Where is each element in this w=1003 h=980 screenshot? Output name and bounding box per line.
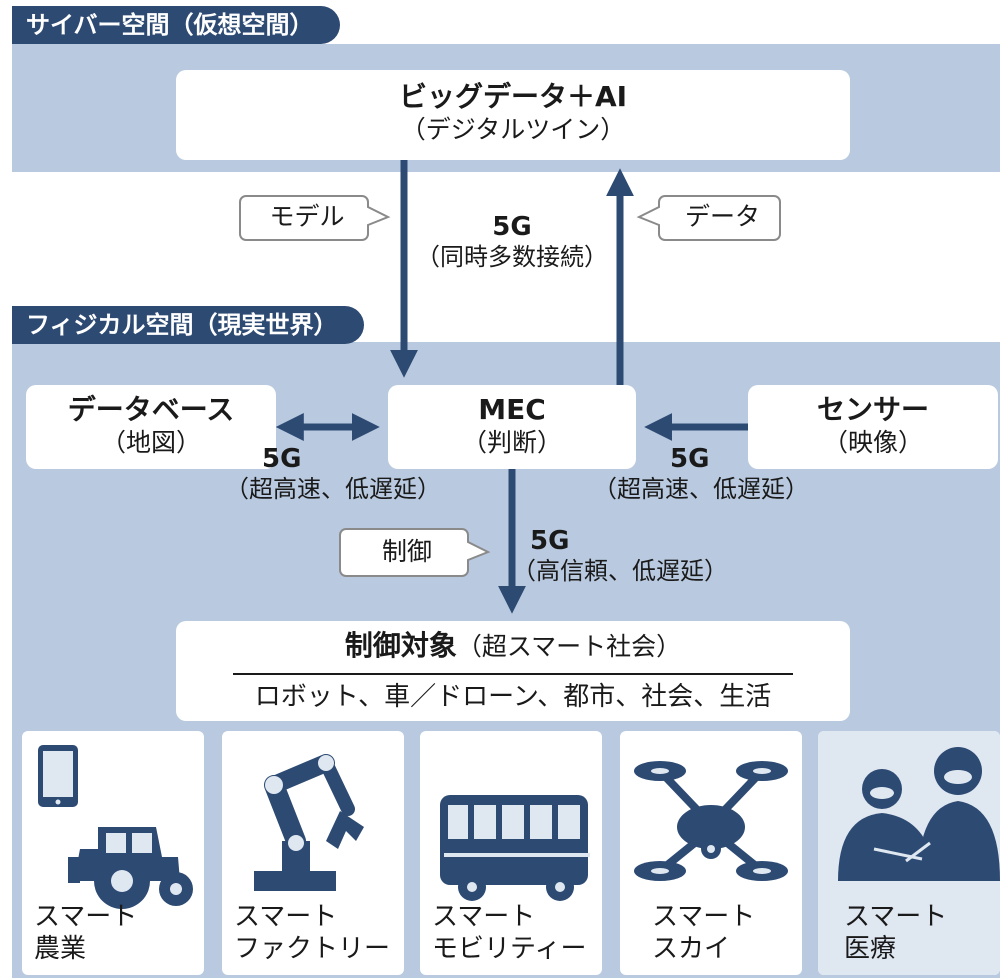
card-smart-factory-line2: ファクトリー: [234, 934, 391, 964]
card-smart-medical-line2: 医療: [844, 934, 897, 964]
data-callout-label: データ: [684, 202, 760, 231]
control-target-title-sub: （超スマート社会）: [456, 632, 682, 661]
card-smart-sky-label: スマート スカイ: [652, 901, 755, 965]
card-smart-agriculture-line1: スマート: [34, 902, 138, 932]
card-smart-medical-label: スマート 医療: [844, 901, 947, 965]
physical-space-label: フィジカル空間（現実世界）: [12, 306, 364, 344]
model-callout-bubble: [239, 195, 391, 241]
card-smart-sky-line1: スマート: [652, 902, 756, 932]
cloud-link-name: 5G: [492, 212, 532, 242]
cyber-space-label: サイバー空間（仮想空間）: [12, 6, 340, 44]
bigdata-title: ビッグデータ＋AI: [398, 80, 628, 113]
control-target-heading: 制御対象（超スマート社会）: [176, 629, 850, 667]
sensor-title: センサー: [816, 393, 929, 426]
mec-node: MEC （判断）: [388, 385, 636, 469]
control-link-desc: （高信頼、低遅延）: [512, 557, 728, 585]
card-smart-factory: スマート ファクトリー: [222, 731, 404, 975]
card-smart-sky: スマート スカイ: [620, 731, 802, 975]
control-callout-bubble: [339, 528, 491, 577]
card-smart-mobility-label: スマート モビリティー: [432, 901, 586, 965]
database-title: データベース: [67, 393, 235, 426]
sensor-link-label: 5G （超高速、低遅延）: [574, 444, 828, 504]
database-link-desc: （超高速、低遅延）: [225, 475, 441, 503]
sensor-subtitle: （映像）: [822, 428, 923, 457]
bus-icon: [440, 795, 590, 901]
card-smart-agriculture-label: スマート 農業: [34, 901, 137, 965]
control-target-divider: [233, 673, 793, 675]
control-target-title: 制御対象: [344, 629, 457, 662]
database-subtitle: （地図）: [100, 428, 201, 457]
control-target-items: ロボット、車／ドローン、都市、社会、生活: [254, 682, 772, 712]
mec-subtitle: （判断）: [461, 428, 562, 457]
card-smart-medical: スマート 医療: [818, 731, 1000, 975]
sensor-node: センサー （映像）: [748, 385, 998, 469]
card-smart-factory-label: スマート ファクトリー: [234, 901, 390, 965]
robot-arm-icon: [254, 754, 364, 891]
database-link-name: 5G: [262, 444, 302, 474]
card-smart-agriculture-line2: 農業: [34, 934, 87, 964]
card-smart-mobility-line2: モビリティー: [432, 934, 587, 964]
bigdata-ai-node: ビッグデータ＋AI （デジタルツイン）: [176, 70, 850, 160]
model-callout-label: モデル: [269, 202, 345, 231]
database-link-label: 5G （超高速、低遅延）: [206, 444, 460, 504]
control-link-label: 5G （高信頼、低遅延）: [512, 526, 766, 586]
tractor-icon: [38, 745, 193, 909]
card-smart-mobility-line1: スマート: [432, 902, 536, 932]
card-smart-mobility: スマート モビリティー: [420, 731, 602, 975]
control-target-node: 制御対象（超スマート社会） ロボット、車／ドローン、都市、社会、生活: [176, 621, 850, 721]
database-node: データベース （地図）: [26, 385, 276, 469]
card-smart-factory-line1: スマート: [234, 902, 338, 932]
cloud-link-label: 5G （同時多数接続）: [408, 212, 616, 272]
control-callout-label: 制御: [381, 537, 432, 566]
drone-icon: [634, 761, 788, 881]
card-smart-sky-line2: スカイ: [652, 934, 731, 964]
sensor-link-name: 5G: [670, 444, 710, 474]
surgeons-icon: [818, 731, 1000, 975]
cloud-link-desc: （同時多数接続）: [416, 243, 608, 271]
card-smart-agriculture: スマート 農業: [22, 731, 204, 975]
data-callout-bubble: [636, 195, 781, 241]
sensor-link-desc: （超高速、低遅延）: [593, 475, 809, 503]
control-link-name: 5G: [530, 526, 570, 556]
bigdata-subtitle: （デジタルツイン）: [400, 115, 626, 144]
mec-title: MEC: [478, 393, 546, 426]
card-smart-medical-line1: スマート: [844, 902, 948, 932]
